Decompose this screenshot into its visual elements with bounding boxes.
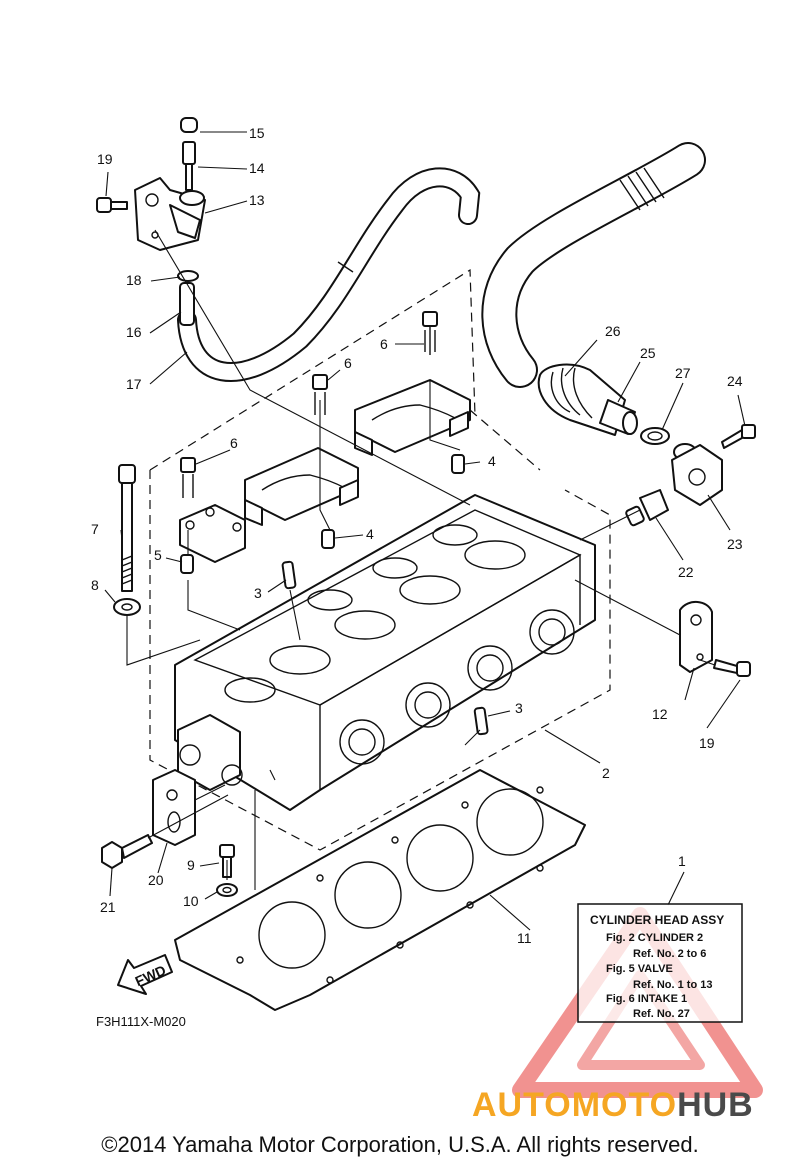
callout-22: 22 (678, 564, 694, 580)
callout-3: 3 (254, 585, 262, 601)
diagram-code: F3H111X-M020 (96, 1014, 186, 1029)
callout-17: 17 (126, 376, 142, 392)
bolt-6-rear (422, 311, 438, 355)
callout-23: 23 (727, 536, 743, 552)
callout-4: 4 (488, 453, 496, 469)
callout-5: 5 (154, 547, 162, 563)
callout-6: 6 (380, 336, 388, 352)
cylinder-head (174, 494, 596, 811)
assembly-outline (149, 268, 611, 851)
head-gasket (174, 769, 586, 1011)
guide-lines (126, 229, 716, 890)
bolt-24 (721, 424, 756, 449)
fwd-arrow: FWD (117, 954, 173, 995)
reference-line: Ref. No. 2 to 6 (633, 948, 706, 960)
callout-7: 7 (91, 521, 99, 537)
washer-8 (113, 598, 141, 616)
dowel-pins (180, 454, 489, 736)
callout-4: 4 (366, 526, 374, 542)
callout-labels: 1 2 3 3 4 4 5 6 6 6 7 8 9 10 11 12 13 14… (91, 125, 743, 946)
bolt-6-front (180, 457, 196, 498)
callout-16: 16 (126, 324, 142, 340)
watermark-text-part1: AUTOMOTO (472, 1086, 677, 1124)
hose-17 (177, 167, 481, 382)
bolt-19-right (713, 659, 751, 677)
reference-box: CYLINDER HEAD ASSY Fig. 2 CYLINDER 2 Ref… (577, 903, 743, 1023)
callout-27: 27 (675, 365, 691, 381)
callout-25: 25 (640, 345, 656, 361)
callout-9: 9 (187, 857, 195, 873)
callout-19: 19 (699, 735, 715, 751)
callout-6: 6 (230, 435, 238, 451)
camshaft-cap-middle (244, 447, 359, 526)
copyright-notice: ©2014 Yamaha Motor Corporation, U.S.A. A… (101, 1132, 698, 1157)
callout-8: 8 (91, 577, 99, 593)
callout-13: 13 (249, 192, 265, 208)
callout-leaders (104, 131, 746, 931)
camshaft-cap-front (179, 504, 246, 563)
reference-line: Fig. 5 VALVE (606, 963, 673, 975)
callout-14: 14 (249, 160, 265, 176)
elbow-23 (671, 443, 723, 506)
bracket-20 (152, 769, 196, 846)
reference-line: Fig. 2 CYLINDER 2 (606, 932, 703, 944)
thermostat-22 (625, 489, 669, 527)
callout-11: 11 (517, 930, 532, 946)
reference-line: Ref. No. 1 to 13 (633, 979, 712, 991)
bolt-6-middle (312, 374, 328, 415)
clamp-18 (177, 270, 199, 282)
callout-18: 18 (126, 272, 142, 288)
pipe-16 (179, 282, 195, 326)
washer-10 (216, 883, 238, 897)
cap-15 (180, 117, 198, 133)
callout-24: 24 (727, 373, 743, 389)
fitting-14 (182, 141, 196, 191)
bolt-21 (101, 834, 153, 869)
reference-box-title: CYLINDER HEAD ASSY (590, 913, 724, 927)
callout-1: 1 (678, 853, 686, 869)
callout-20: 20 (148, 872, 164, 888)
callout-2: 2 (602, 765, 610, 781)
reference-line: Ref. No. 27 (633, 1008, 690, 1020)
head-bolt-7 (118, 464, 136, 592)
callout-26: 26 (605, 323, 621, 339)
bolt-19-top (96, 197, 128, 213)
breather-hose (481, 142, 706, 436)
callout-21: 21 (100, 899, 116, 915)
callout-15: 15 (249, 125, 265, 141)
fitting-bracket-13 (134, 177, 206, 251)
callout-3: 3 (515, 700, 523, 716)
bracket-12 (679, 601, 713, 673)
clip-27 (640, 427, 670, 445)
callout-19: 19 (97, 151, 113, 167)
watermark-text-part2: HUB (677, 1086, 754, 1124)
callout-6: 6 (344, 355, 352, 371)
watermark-text: AUTOMOTOHUB (472, 1086, 754, 1124)
reference-line: Fig. 6 INTAKE 1 (606, 993, 687, 1005)
callout-12: 12 (652, 706, 668, 722)
callout-10: 10 (183, 893, 199, 909)
camshaft-cap-rear (354, 379, 471, 456)
